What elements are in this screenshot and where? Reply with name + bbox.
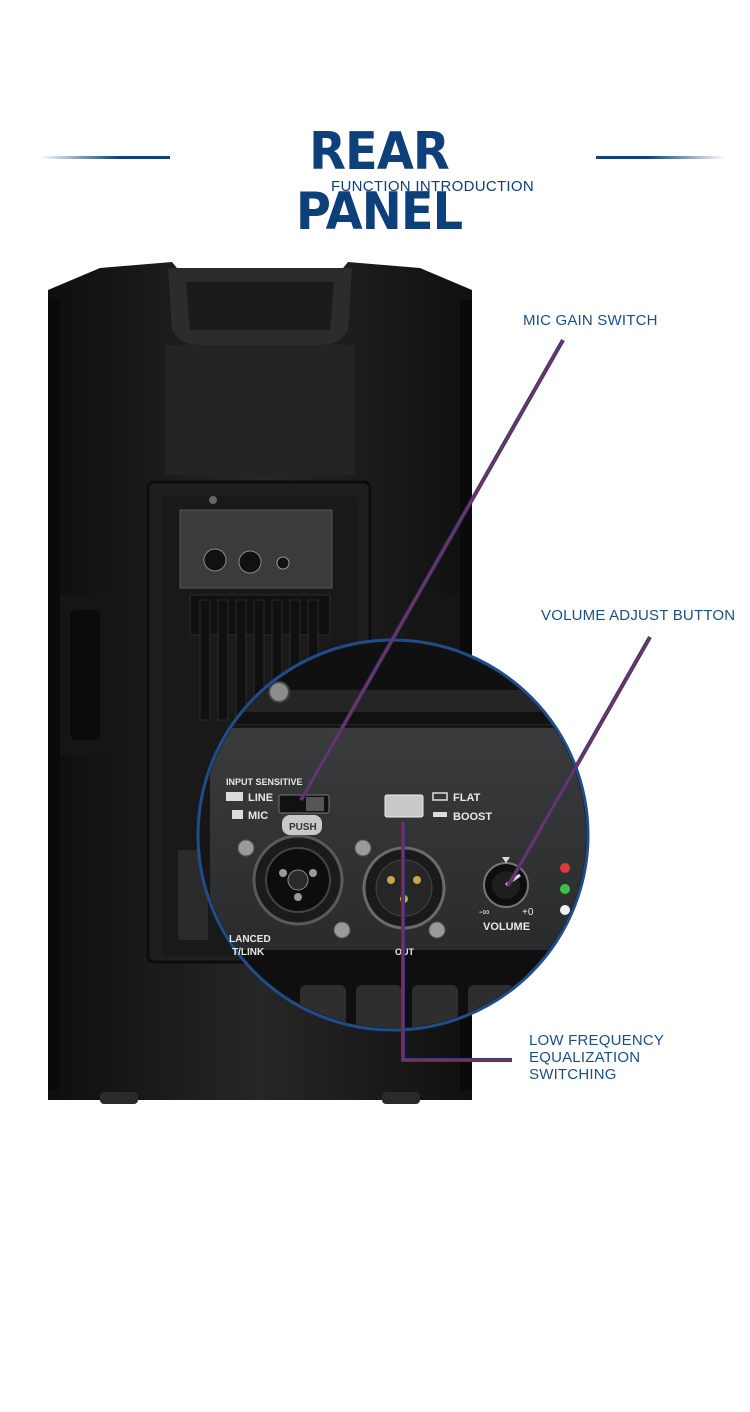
boost-text: BOOST [453,811,492,823]
boost-icon [433,812,447,817]
limit-led-icon [560,863,570,873]
push-tab[interactable] [282,815,322,835]
low-frequency-line-3: SWITCHING [529,1066,617,1083]
status-led-icon [560,905,570,915]
volume-callout: VOLUME ADJUST BUTTON [541,607,736,624]
header-rule-right [596,156,726,159]
line-indicator-icon [226,792,243,801]
eq-switch-button[interactable] [384,794,424,818]
input-link-text: T/LINK [232,947,265,958]
zoom-bubble: INPUT SENSITIVE LINE MIC PUSH FLAT BOOST… [196,638,590,1032]
volume-min-text: -∞ [479,907,489,918]
signal-led-icon [560,884,570,894]
header-rule-left [40,156,170,159]
input-sensitivity-text: INPUT SENSITIVE [226,777,303,787]
page-subtitle: FUNCTION INTRODUCTION [331,178,534,195]
low-frequency-line-1: LOW FREQUENCY [529,1032,665,1049]
volume-text: VOLUME [483,921,530,933]
page-header: REAR PANEL FUNCTION INTRODUCTION [0,120,750,242]
callout-lines [299,339,652,1062]
line-text: LINE [248,792,273,804]
page-title: REAR PANEL [295,122,463,242]
flat-icon [432,792,448,801]
mic-indicator-icon [226,810,243,819]
low-frequency-callout: LOW FREQUENCY EQUALIZATION SWITCHING [529,1032,664,1083]
mic-gain-callout: MIC GAIN SWITCH [523,312,658,329]
balanced-text: LANCED [229,934,271,945]
zoom-panel-controls: INPUT SENSITIVE LINE MIC PUSH FLAT BOOST… [226,777,570,958]
push-text: PUSH [289,822,317,833]
flat-text: FLAT [453,792,481,804]
mic-text: MIC [248,810,268,822]
low-frequency-line-2: EQUALIZATION [529,1049,641,1066]
volume-max-text: +0 [522,907,534,918]
